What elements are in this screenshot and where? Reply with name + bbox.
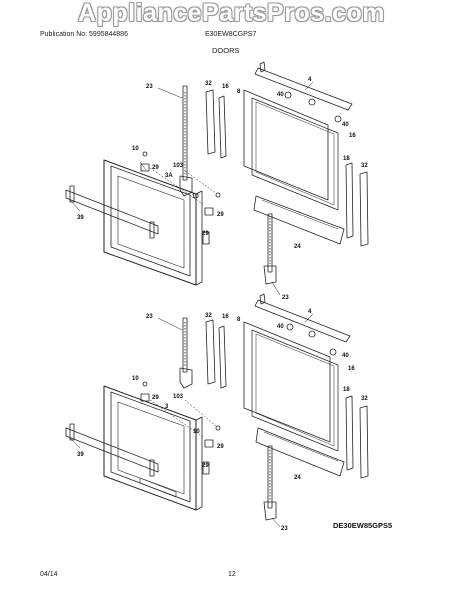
callout-label: 10 xyxy=(132,146,139,152)
callout-label: 39 xyxy=(77,215,84,221)
callout-label: 4 xyxy=(308,309,312,315)
callout-label: 8 xyxy=(237,317,241,323)
callout-label: 29 xyxy=(152,395,159,401)
callout-label: 23 xyxy=(146,314,153,320)
callout-label: 103 xyxy=(173,394,184,400)
upper-left-channel xyxy=(218,95,227,159)
diagram-code: DE30EW85GPS5 xyxy=(333,521,393,530)
callout-label: 4 xyxy=(308,77,312,83)
callout-label: 40 xyxy=(342,122,349,128)
callout-label: 32 xyxy=(205,313,212,319)
callout-label: 16 xyxy=(349,133,356,139)
section-title: DOORS xyxy=(212,46,240,55)
callout-label: 32 xyxy=(361,396,368,402)
callout-label: 29 xyxy=(217,444,224,450)
callout-label: 103 xyxy=(173,163,184,169)
callout-label: 16 xyxy=(222,84,229,90)
publication-number: Publication No: 5995844886 xyxy=(40,31,128,38)
callout-label: 24 xyxy=(294,475,301,481)
footer-date: 04/14 xyxy=(40,571,58,578)
callout-label: 29 xyxy=(152,165,159,171)
upper-left-trim xyxy=(205,89,216,155)
callout-label: 32 xyxy=(205,81,212,87)
callout-label: 40 xyxy=(342,353,349,359)
callout-label: 16 xyxy=(348,366,355,372)
callout-label: 23 xyxy=(281,526,288,532)
callout-label: 40 xyxy=(277,324,284,330)
callout-label: 3 xyxy=(165,404,169,410)
callout-label: 10 xyxy=(192,194,199,200)
watermark: AppliancePartsPros.com xyxy=(78,0,385,27)
callout-label: 10 xyxy=(193,429,200,435)
callout-label: 23 xyxy=(146,84,153,90)
model-number: E30EW8CGPS7 xyxy=(205,31,257,38)
callout-label: 29 xyxy=(202,231,209,237)
callout-label: 18 xyxy=(343,156,350,162)
upper-top-bracket xyxy=(254,67,353,111)
callout-label: 3A xyxy=(165,173,173,179)
callout-label: 10 xyxy=(132,376,139,382)
callout-label: 23 xyxy=(282,295,289,301)
callout-label: 40 xyxy=(277,92,284,98)
callout-label: 8 xyxy=(237,89,241,95)
upper-hinge xyxy=(179,85,193,197)
callout-label: 16 xyxy=(222,314,229,320)
callout-label: 18 xyxy=(343,387,350,393)
callout-label: 32 xyxy=(361,163,368,169)
upper-bottom-trim xyxy=(253,195,345,245)
callout-label: 29 xyxy=(202,463,209,469)
upper-inner-glass xyxy=(243,89,329,201)
upper-handle xyxy=(65,189,159,235)
upper-door-assembly xyxy=(65,61,369,296)
lower-door-assembly xyxy=(65,293,369,528)
callout-label: 24 xyxy=(294,244,301,250)
page-number: 12 xyxy=(228,571,236,578)
callout-label: 39 xyxy=(77,452,84,458)
callout-labels: 23 32 16 8 4 40 10 29 103 3A 10 29 39 40… xyxy=(77,77,368,532)
callout-label: 29 xyxy=(217,212,224,218)
